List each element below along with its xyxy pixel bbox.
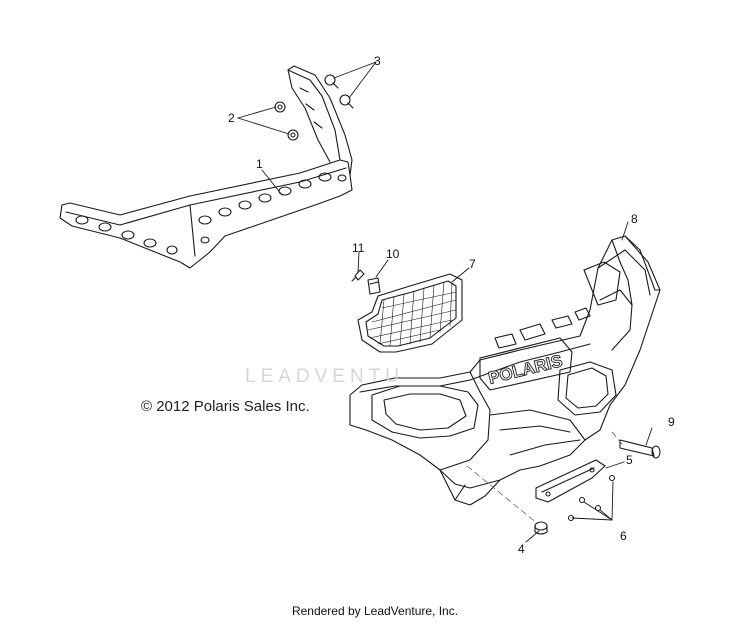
small-screw-part [567,474,616,522]
callout-1: 1 [256,157,263,171]
callout-2: 2 [228,111,235,125]
watermark: LEADVENTU [245,366,405,387]
flange-bolt-part [534,521,548,535]
callout-4: 4 [518,542,525,556]
callout-7: 7 [469,257,476,271]
copyright-text: © 2012 Polaris Sales Inc. [141,398,310,415]
callout-8: 8 [631,212,638,226]
callout-10: 10 [386,247,400,261]
callout-3: 3 [374,54,381,68]
bolt-part [324,74,354,109]
callout-5: 5 [626,453,633,467]
grille-part [357,273,463,353]
assembly-guide-lines [466,431,623,525]
skid-plate-part [535,459,606,503]
nut-part [274,101,299,141]
callout-9: 9 [668,415,675,429]
clip-part [367,277,381,295]
callout-6: 6 [620,529,627,543]
callout-11: 11 [352,241,365,255]
footer-text: Rendered by LeadVenture, Inc. [291,604,459,618]
front-body-part [349,235,661,506]
leader-lines [237,61,653,543]
long-bolt-part [619,439,661,459]
bumper-bar-part [59,65,353,269]
